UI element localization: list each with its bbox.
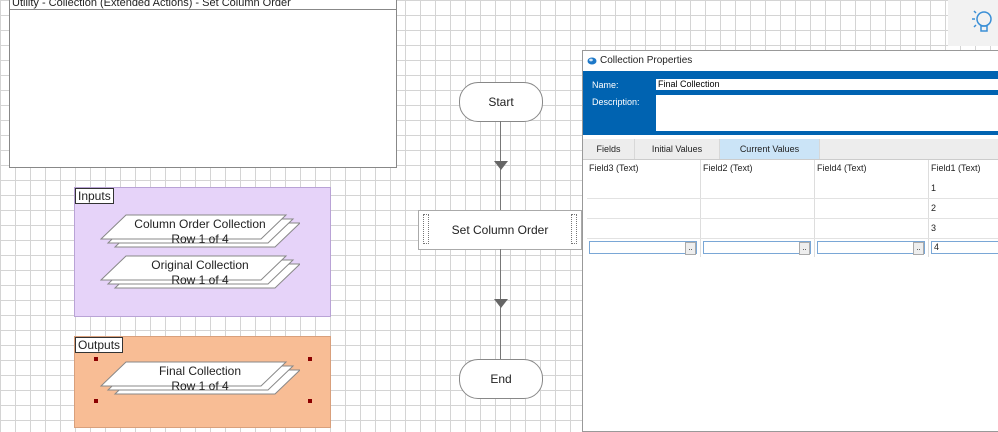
action-stage[interactable]: Set Column Order xyxy=(418,210,582,250)
end-stage[interactable]: End xyxy=(459,359,543,399)
inputs-label: Inputs xyxy=(75,188,114,204)
name-field[interactable] xyxy=(656,79,998,90)
stage-grip-icon xyxy=(571,214,577,244)
tab-fields[interactable]: Fields xyxy=(583,139,635,159)
edit-cell-input[interactable]: 4 xyxy=(931,241,998,254)
selection-handle[interactable] xyxy=(308,399,312,403)
collection-item[interactable]: Column Order Collection Row 1 of 4 xyxy=(100,211,300,255)
table-cell[interactable] xyxy=(587,220,699,236)
collection-stack-icon xyxy=(100,361,300,395)
column-divider xyxy=(814,160,815,257)
values-grid[interactable]: Field3 (Text) Field2 (Text) Field4 (Text… xyxy=(587,160,998,260)
row-divider xyxy=(587,238,998,239)
collection-name: Column Order Collection xyxy=(134,217,266,231)
flow-arrow-icon xyxy=(494,161,508,170)
process-title: Utility - Collection (Extended Actions) … xyxy=(10,0,396,10)
collection-row: Row 1 of 4 xyxy=(171,232,229,246)
selection-handle[interactable] xyxy=(308,357,312,361)
column-header[interactable]: Field3 (Text) xyxy=(589,163,639,173)
description-field[interactable] xyxy=(656,95,998,131)
column-header[interactable]: Field4 (Text) xyxy=(817,163,867,173)
inputs-block[interactable]: Inputs Column Order Collection Row 1 of … xyxy=(74,187,331,317)
start-stage[interactable]: Start xyxy=(459,82,543,122)
ellipsis-button[interactable]: .. xyxy=(799,242,810,255)
collection-name: Final Collection xyxy=(158,364,242,378)
collection-item[interactable]: Original Collection Row 1 of 4 xyxy=(100,252,300,296)
row-divider xyxy=(587,198,998,199)
table-cell[interactable] xyxy=(701,180,813,196)
table-cell[interactable]: 1 xyxy=(931,183,937,193)
description-label: Description: xyxy=(592,97,640,107)
dialog-titlebar[interactable]: Collection Properties xyxy=(583,51,998,71)
cell-value: 4 xyxy=(934,242,940,252)
row-divider xyxy=(587,218,998,219)
table-cell[interactable]: 3 xyxy=(931,223,937,233)
collection-properties-dialog[interactable]: Collection Properties Name: Description:… xyxy=(582,50,998,432)
collection-name: Original Collection xyxy=(151,258,249,272)
collection-row: Row 1 of 4 xyxy=(171,273,229,287)
outputs-block[interactable]: Outputs Final Collection Row 1 of 4 xyxy=(74,336,331,428)
selection-handle[interactable] xyxy=(94,357,98,361)
column-divider xyxy=(700,160,701,257)
collection-stack-icon xyxy=(100,255,300,289)
edit-cell-input[interactable] xyxy=(703,241,811,254)
dialog-title: Collection Properties xyxy=(600,55,693,66)
tab-current-values[interactable]: Current Values xyxy=(720,139,820,159)
lightbulb-icon xyxy=(972,10,992,32)
name-label: Name: xyxy=(592,80,619,90)
stage-grip-icon xyxy=(423,214,429,244)
tips-panel[interactable] xyxy=(948,0,998,46)
ellipsis-button[interactable]: .. xyxy=(685,242,696,255)
collection-stack-icon xyxy=(100,214,300,248)
outputs-label: Outputs xyxy=(75,337,124,353)
dialog-header: Name: Description: xyxy=(583,71,998,135)
collection-icon xyxy=(587,57,597,65)
process-info-box: Utility - Collection (Extended Actions) … xyxy=(9,0,397,168)
table-cell[interactable] xyxy=(701,220,813,236)
table-cell[interactable] xyxy=(815,180,927,196)
column-header[interactable]: Field1 (Text) xyxy=(931,163,981,173)
tab-initial-values[interactable]: Initial Values xyxy=(635,139,720,159)
tab-bar: Fields Initial Values Current Values xyxy=(583,139,998,160)
collection-row: Row 1 of 4 xyxy=(171,379,229,393)
table-cell[interactable]: 2 xyxy=(931,203,937,213)
table-cell[interactable] xyxy=(587,200,699,216)
table-cell[interactable] xyxy=(815,200,927,216)
action-label: Set Column Order xyxy=(451,223,549,237)
edit-cell-input[interactable] xyxy=(589,241,697,254)
table-cell[interactable] xyxy=(815,220,927,236)
selection-handle[interactable] xyxy=(94,399,98,403)
table-cell[interactable] xyxy=(701,200,813,216)
collection-item-selected[interactable]: Final Collection Row 1 of 4 xyxy=(100,358,300,402)
flow-arrow-icon xyxy=(494,299,508,308)
table-cell[interactable] xyxy=(587,180,699,196)
column-divider xyxy=(928,160,929,257)
ellipsis-button[interactable]: .. xyxy=(913,242,924,255)
column-header[interactable]: Field2 (Text) xyxy=(703,163,753,173)
edit-cell-input[interactable] xyxy=(817,241,925,254)
